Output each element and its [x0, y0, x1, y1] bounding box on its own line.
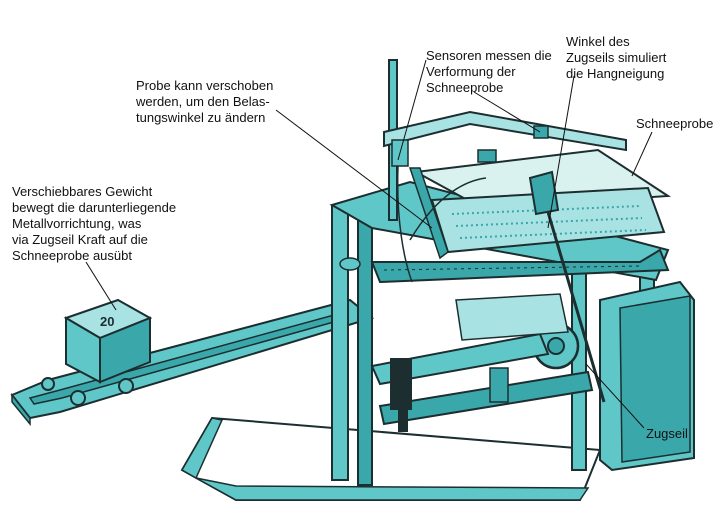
wheel — [70, 390, 86, 406]
sensor-box — [533, 125, 549, 139]
lever-block — [390, 358, 412, 410]
label-weight: Verschiebbares Gewicht bewegt die darunt… — [12, 184, 177, 263]
weight-marking: 20 — [100, 314, 114, 329]
sensor-cable — [396, 165, 487, 283]
leader-line-angle — [547, 75, 575, 229]
slide-rail — [370, 248, 670, 284]
sensor-arm — [383, 110, 627, 152]
snow-texture — [451, 205, 647, 239]
leader-line-cable — [585, 363, 645, 429]
base-rail-left — [180, 417, 224, 480]
leader-line-sensors-b — [473, 91, 541, 133]
post-cap — [339, 257, 361, 271]
label-snow-sample: Schneeprobe — [636, 116, 714, 131]
pull-cable — [546, 211, 606, 403]
weight-block-side — [99, 316, 151, 384]
leader-line-weight — [85, 261, 117, 311]
lever-block — [398, 404, 408, 432]
leader-line-probe-shift — [275, 109, 433, 229]
wheel — [41, 377, 55, 391]
gear-block — [489, 367, 509, 403]
wheel — [118, 378, 134, 394]
frame-post — [357, 219, 373, 486]
linkage-arm — [370, 332, 550, 386]
label-probe-shift: Probe kann verschoben werden, um den Bel… — [136, 78, 274, 125]
base-rail-bottom — [195, 477, 590, 501]
leader-line-sensors-a — [397, 59, 427, 161]
label-angle: Winkel des Zugseils simuliert die Hangne… — [566, 34, 667, 81]
tension-device — [528, 170, 560, 216]
frame-post — [331, 204, 349, 481]
label-sensors: Sensoren messen die Verformung der Schne… — [426, 48, 552, 95]
mechanism-plate — [455, 293, 569, 341]
pulley-hub — [547, 337, 565, 355]
leader-line-snow-sample — [631, 131, 653, 177]
label-cable: Zugseil — [646, 426, 688, 441]
rail-ticks — [383, 265, 641, 271]
sensor-box — [477, 149, 497, 163]
linkage-bar — [378, 370, 594, 426]
ramp-end — [11, 392, 31, 427]
